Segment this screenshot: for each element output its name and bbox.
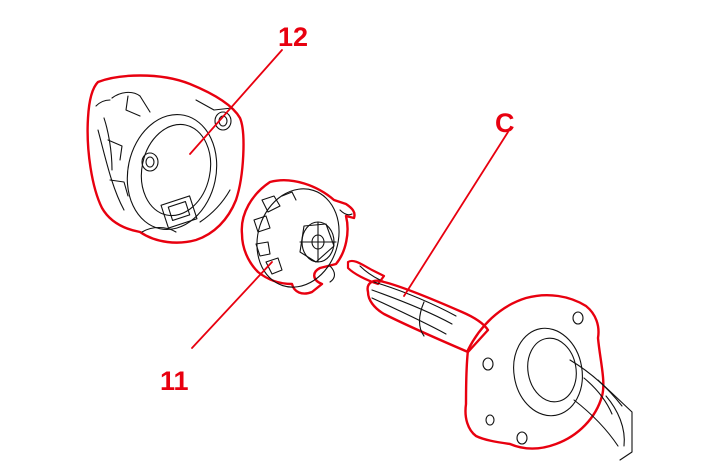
leader-line-11 [191, 261, 273, 349]
leader-lines [189, 49, 509, 349]
callout-label-12: 12 [278, 22, 309, 52]
cable-outline [366, 279, 490, 354]
callout-label-c: C [495, 108, 515, 138]
housing-part-12 [86, 74, 245, 244]
callout-label-11: 11 [160, 366, 189, 396]
wire-lead-outline [346, 259, 386, 286]
housing-outline [86, 74, 245, 244]
cable-and-flange-assembly [346, 259, 633, 461]
connector-part-11 [240, 179, 356, 295]
leader-line-12 [189, 49, 283, 155]
leader-line-c [403, 131, 509, 297]
connector-outline [240, 179, 356, 295]
